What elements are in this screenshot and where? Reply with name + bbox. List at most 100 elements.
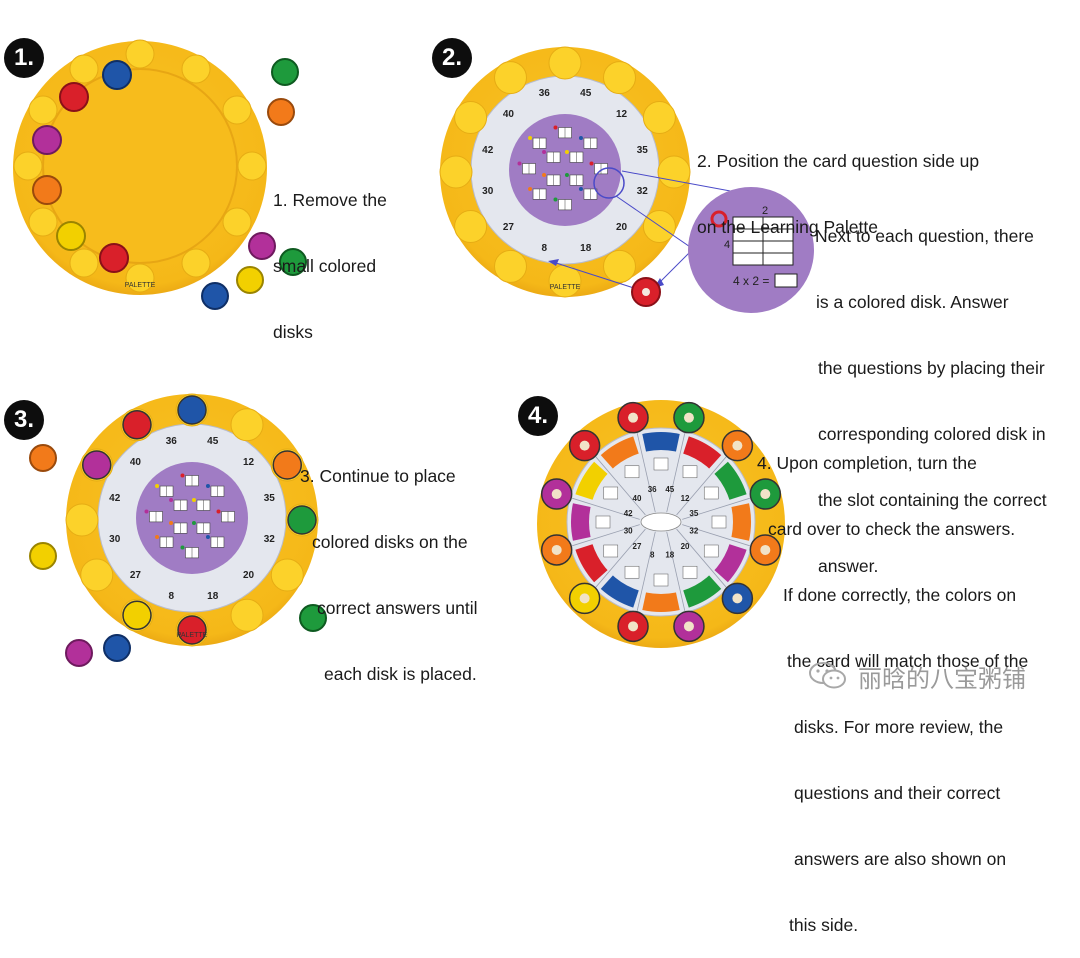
answer-number: 18 — [207, 591, 219, 602]
step-4-line: 4. Upon completion, turn the — [757, 453, 977, 473]
answer-grid — [624, 565, 640, 579]
question-color-dot — [216, 509, 221, 514]
answer-number: 27 — [130, 570, 142, 581]
step-4-line: questions and their correct — [794, 783, 1001, 803]
answer-number: 12 — [616, 109, 628, 120]
step-4-badge: 4. — [518, 396, 558, 436]
answer-number: 36 — [166, 436, 178, 447]
answer-number: 45 — [580, 88, 592, 99]
palette-3-label: PALETTE — [177, 632, 208, 639]
disk-slot — [13, 151, 43, 181]
zoom-callout: 2 4 4 x 2 = — [548, 170, 814, 313]
answer-number: 36 — [648, 485, 657, 494]
disk-slot — [237, 151, 267, 181]
placed-disk-hole — [732, 593, 743, 604]
step-2-badge: 2. — [432, 38, 472, 78]
disk — [99, 243, 129, 273]
answer-grid — [682, 465, 698, 479]
loose-disk — [236, 266, 264, 294]
disk-slot — [80, 558, 114, 592]
disk-slot — [454, 101, 488, 134]
disk-slot — [657, 155, 691, 189]
question-color-dot — [564, 150, 569, 155]
disk-slot — [548, 264, 582, 298]
disk-slot — [222, 207, 252, 237]
disk-slot — [69, 248, 99, 278]
palette-3-grids — [144, 473, 235, 559]
card-spoke — [636, 433, 656, 513]
disk-slot — [65, 503, 99, 537]
answer-number: 30 — [109, 534, 121, 545]
placed-disk — [272, 450, 303, 480]
question-color-dot — [578, 136, 583, 141]
step-1-text: 1. Remove the small colored disks — [273, 145, 387, 365]
disk — [32, 125, 62, 155]
disk-slot — [603, 61, 636, 95]
card-spoke — [676, 528, 727, 588]
callout-line: the slot containing the correct — [818, 490, 1047, 510]
placed-disk — [177, 615, 207, 645]
placed-disk-hole — [628, 412, 639, 423]
answer-number: 30 — [482, 186, 494, 197]
example-disk-hole — [642, 288, 650, 296]
placed-disk-hole — [732, 440, 743, 451]
answer-number: 18 — [665, 551, 674, 560]
answer-number: 35 — [689, 509, 698, 518]
answer-number: 30 — [624, 527, 633, 536]
answer-number: 35 — [637, 145, 649, 156]
placed-disk — [81, 450, 112, 480]
answer-grid — [711, 515, 727, 529]
loose-disk — [201, 282, 229, 310]
answer-number: 18 — [580, 243, 592, 254]
step-2-line: on the Learning Palette — [697, 217, 878, 237]
question-color-dot — [589, 161, 594, 166]
step-3-line: 3. Continue to place — [300, 466, 456, 486]
answer-number: 42 — [624, 509, 633, 518]
question-color-dot — [144, 509, 149, 514]
card-spoke — [636, 531, 656, 611]
loose-disk — [299, 604, 327, 632]
placed-disk-hole — [760, 544, 771, 555]
zoom-answer-box — [774, 273, 798, 288]
step-3-text: 3. Continue to place colored disks on th… — [300, 421, 477, 707]
answer-number: 32 — [689, 527, 698, 536]
zoom-arrow-head — [548, 259, 559, 266]
answer-number: 27 — [503, 222, 515, 233]
answer-number: 20 — [616, 222, 628, 233]
wechat-icon — [809, 662, 846, 689]
disk-slot — [230, 408, 264, 442]
answer-grid — [703, 486, 719, 500]
step-4-line: card over to check the answers. — [768, 519, 1016, 539]
answer-number: 40 — [503, 109, 515, 120]
loose-disk — [271, 58, 299, 86]
question-color-dot — [205, 534, 210, 539]
answer-number: 40 — [633, 494, 642, 503]
disk-slot — [270, 558, 304, 592]
card-spoke — [572, 524, 640, 547]
disk — [32, 175, 62, 205]
answer-grid — [682, 565, 698, 579]
question-color-dot — [542, 150, 547, 155]
question-color-dot — [191, 520, 196, 525]
answer-number: 20 — [243, 570, 255, 581]
placed-disk-hole — [551, 544, 562, 555]
answer-grid — [595, 515, 611, 529]
question-color-dot — [191, 498, 196, 503]
question-color-dot — [180, 545, 185, 550]
step-3-badge: 3. — [4, 400, 44, 440]
loose-disk — [103, 634, 131, 662]
question-color-dot — [528, 186, 533, 191]
callout-line: corresponding colored disk in — [818, 424, 1046, 444]
step-1-line: small colored — [273, 256, 377, 276]
step-4-line: disks. For more review, the — [794, 717, 1004, 737]
loose-disk — [65, 639, 93, 667]
placed-disk-hole — [683, 412, 694, 423]
answer-number: 8 — [542, 243, 548, 254]
zoom-equation: 4 x 2 = — [733, 274, 769, 288]
question-color-dot — [169, 498, 174, 503]
zoom-left-number: 4 — [724, 239, 730, 251]
